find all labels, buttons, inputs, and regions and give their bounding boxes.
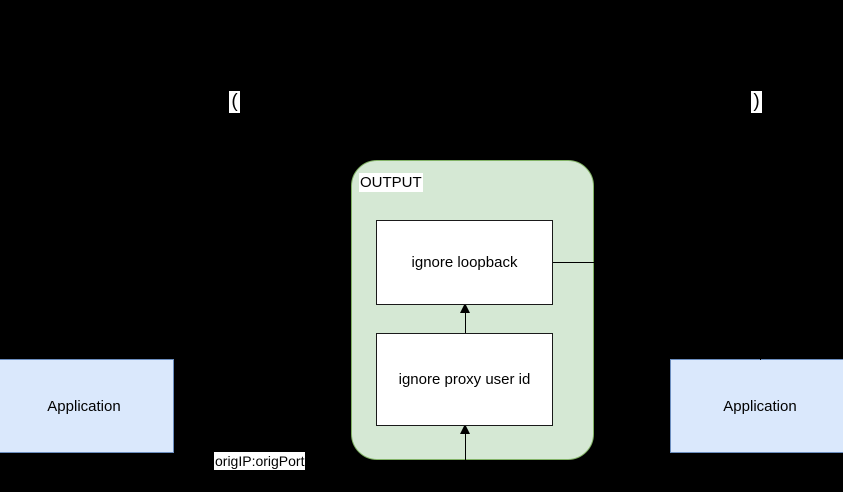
edge-loopback-outbound-right bbox=[552, 262, 595, 263]
process-node-ignore-loopback[interactable]: ignore loopback bbox=[376, 220, 553, 305]
application-node-right[interactable]: Application bbox=[670, 359, 843, 453]
edge-label-orig-endpoint: origIP:origPort bbox=[214, 452, 306, 470]
arrowhead-into-loopback bbox=[460, 303, 470, 313]
application-node-left-label: Application bbox=[47, 397, 121, 415]
edge-proxy-user-id-to-loopback bbox=[465, 306, 466, 334]
application-node-right-label: Application bbox=[723, 397, 797, 415]
arrowhead-into-proxy-user-id bbox=[460, 424, 470, 434]
edge-inbound-to-proxy-user-id bbox=[465, 427, 466, 492]
application-node-left[interactable]: Application bbox=[0, 359, 174, 453]
output-group-label: OUTPUT bbox=[359, 173, 423, 192]
process-node-ignore-proxy-user-id-label: ignore proxy user id bbox=[398, 371, 531, 388]
clipped-open-paren-label: ( bbox=[229, 91, 240, 113]
process-node-ignore-proxy-user-id[interactable]: ignore proxy user id bbox=[376, 333, 553, 426]
process-node-ignore-loopback-label: ignore loopback bbox=[411, 254, 518, 271]
edge-stub-into-application-right bbox=[760, 352, 761, 360]
clipped-close-paren-label: ) bbox=[751, 91, 762, 113]
